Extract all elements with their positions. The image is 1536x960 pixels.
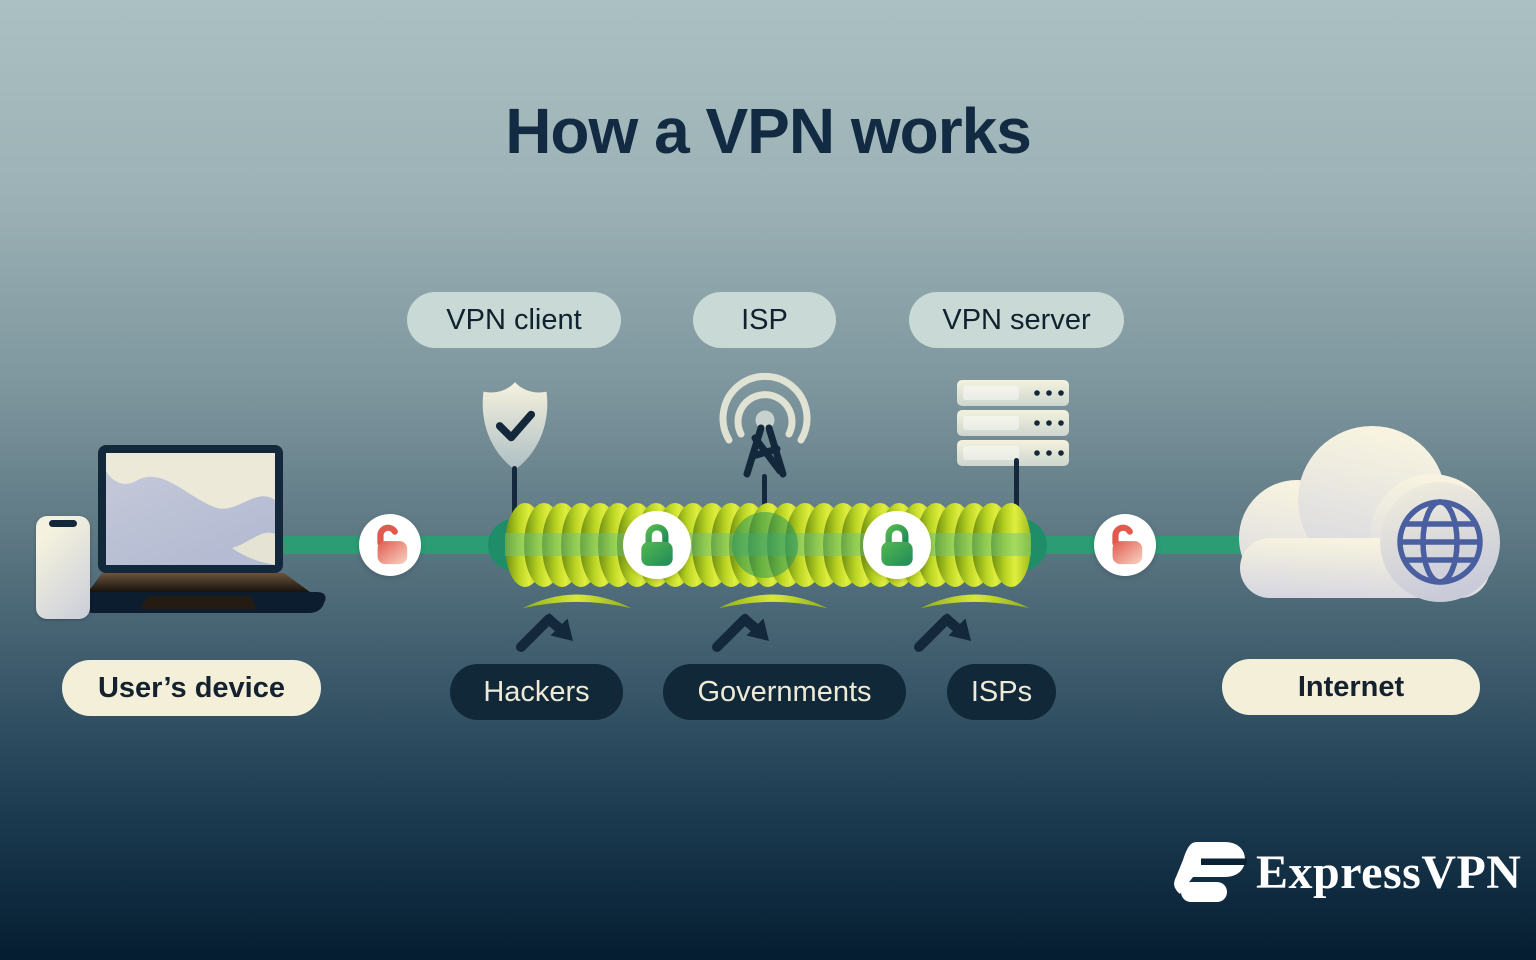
deflect-arc-hackers [522, 594, 632, 609]
open-lock-badge-left [359, 514, 421, 576]
deflected-arrow-icon [712, 613, 769, 652]
expressvpn-logo-icon [1174, 842, 1247, 902]
closed-lock-badge-right [863, 511, 931, 579]
open-lock-icon [377, 524, 408, 565]
globe-icon [1380, 482, 1500, 602]
closed-lock-icon [881, 524, 913, 566]
isps-text: ISPs [970, 675, 1033, 708]
radio-tower-icon [719, 372, 811, 478]
page-title: How a VPN works [505, 95, 1032, 167]
phone-notch [49, 520, 77, 527]
hackers-text: Hackers [483, 675, 590, 708]
vpn-server-text: VPN server [942, 303, 1091, 336]
tunnel-coil [991, 503, 1031, 587]
deflected-arrow-icon [516, 613, 573, 652]
open-lock-icon [1112, 524, 1143, 565]
smartphone-icon [36, 516, 90, 619]
isp-text: ISP [741, 303, 788, 336]
hackers-label: Hackers [450, 664, 623, 720]
closed-lock-icon [641, 524, 673, 566]
users-device-text: User’s device [97, 671, 285, 704]
laptop-icon [82, 445, 326, 613]
governments-text: Governments [697, 675, 872, 708]
isp-label: ISP [693, 292, 836, 348]
internet-text: Internet [1297, 670, 1405, 703]
open-lock-badge-right [1094, 514, 1156, 576]
vpn-server-label: VPN server [909, 292, 1124, 348]
tunnel-mid-node [732, 512, 798, 578]
vpn-client-label: VPN client [407, 292, 621, 348]
closed-lock-badge-left [623, 511, 691, 579]
server-stack-icon [957, 380, 1069, 466]
isps-label: ISPs [947, 664, 1056, 720]
cloud-globe-icon [1239, 426, 1500, 602]
vpn-client-text: VPN client [446, 303, 582, 336]
deflected-arrow-icon [914, 613, 971, 652]
internet-label: Internet [1222, 659, 1480, 715]
shield-check-icon [482, 382, 548, 470]
deflect-arc-governments [718, 594, 828, 609]
brand-wordmark: ExpressVPN [1256, 846, 1522, 899]
governments-label: Governments [663, 664, 906, 720]
deflect-arc-isps [920, 594, 1030, 609]
users-device-label: User’s device [62, 660, 321, 716]
